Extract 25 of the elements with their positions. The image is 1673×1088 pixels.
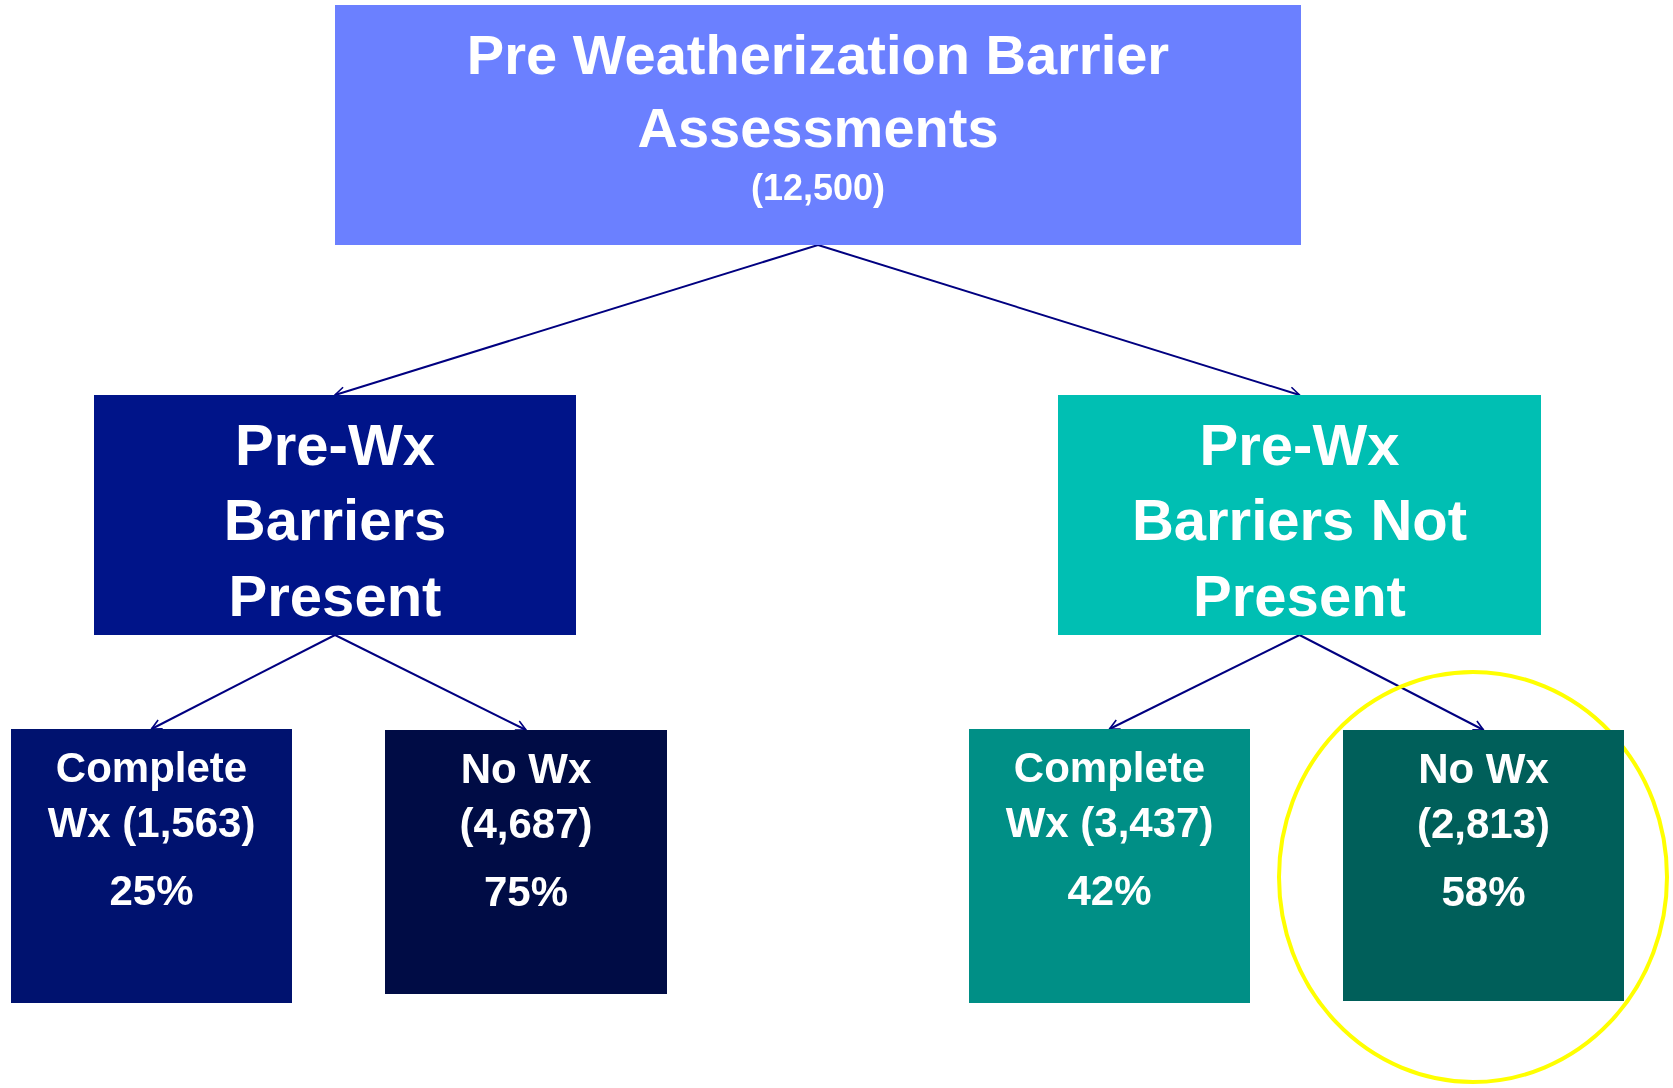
arrow <box>334 634 527 731</box>
box-text: Complete Wx (3,437) <box>1004 743 1215 848</box>
flow-box <box>1343 730 1624 1001</box>
box-text: Pre-Wx Barriers Present <box>222 411 448 630</box>
arrow <box>1108 634 1301 730</box>
arrow <box>817 244 1301 398</box>
arrow <box>1298 634 1485 731</box>
flow-box <box>335 5 1301 245</box>
arrow <box>150 634 336 730</box>
box-text: No Wx (4,687) <box>458 744 594 849</box>
flow-box <box>969 729 1250 1003</box>
flow-box <box>1058 395 1541 635</box>
box-text: 75% <box>482 867 570 918</box>
box-text: 58% <box>1440 867 1527 918</box>
box-text: Pre Weatherization Barrier Assessments <box>465 22 1171 161</box>
arrow <box>334 244 819 398</box>
box-text: 25% <box>108 866 195 917</box>
box-text: Pre-Wx Barriers Not Present <box>1130 411 1469 630</box>
flow-box <box>385 730 667 994</box>
box-text: No Wx (2,813) <box>1415 744 1552 849</box>
box-text: Complete Wx (1,563) <box>46 743 257 848</box>
box-text: 42% <box>1066 866 1153 917</box>
flow-box <box>11 729 292 1003</box>
box-text: (12,500) <box>749 165 887 210</box>
flow-box <box>94 395 576 635</box>
